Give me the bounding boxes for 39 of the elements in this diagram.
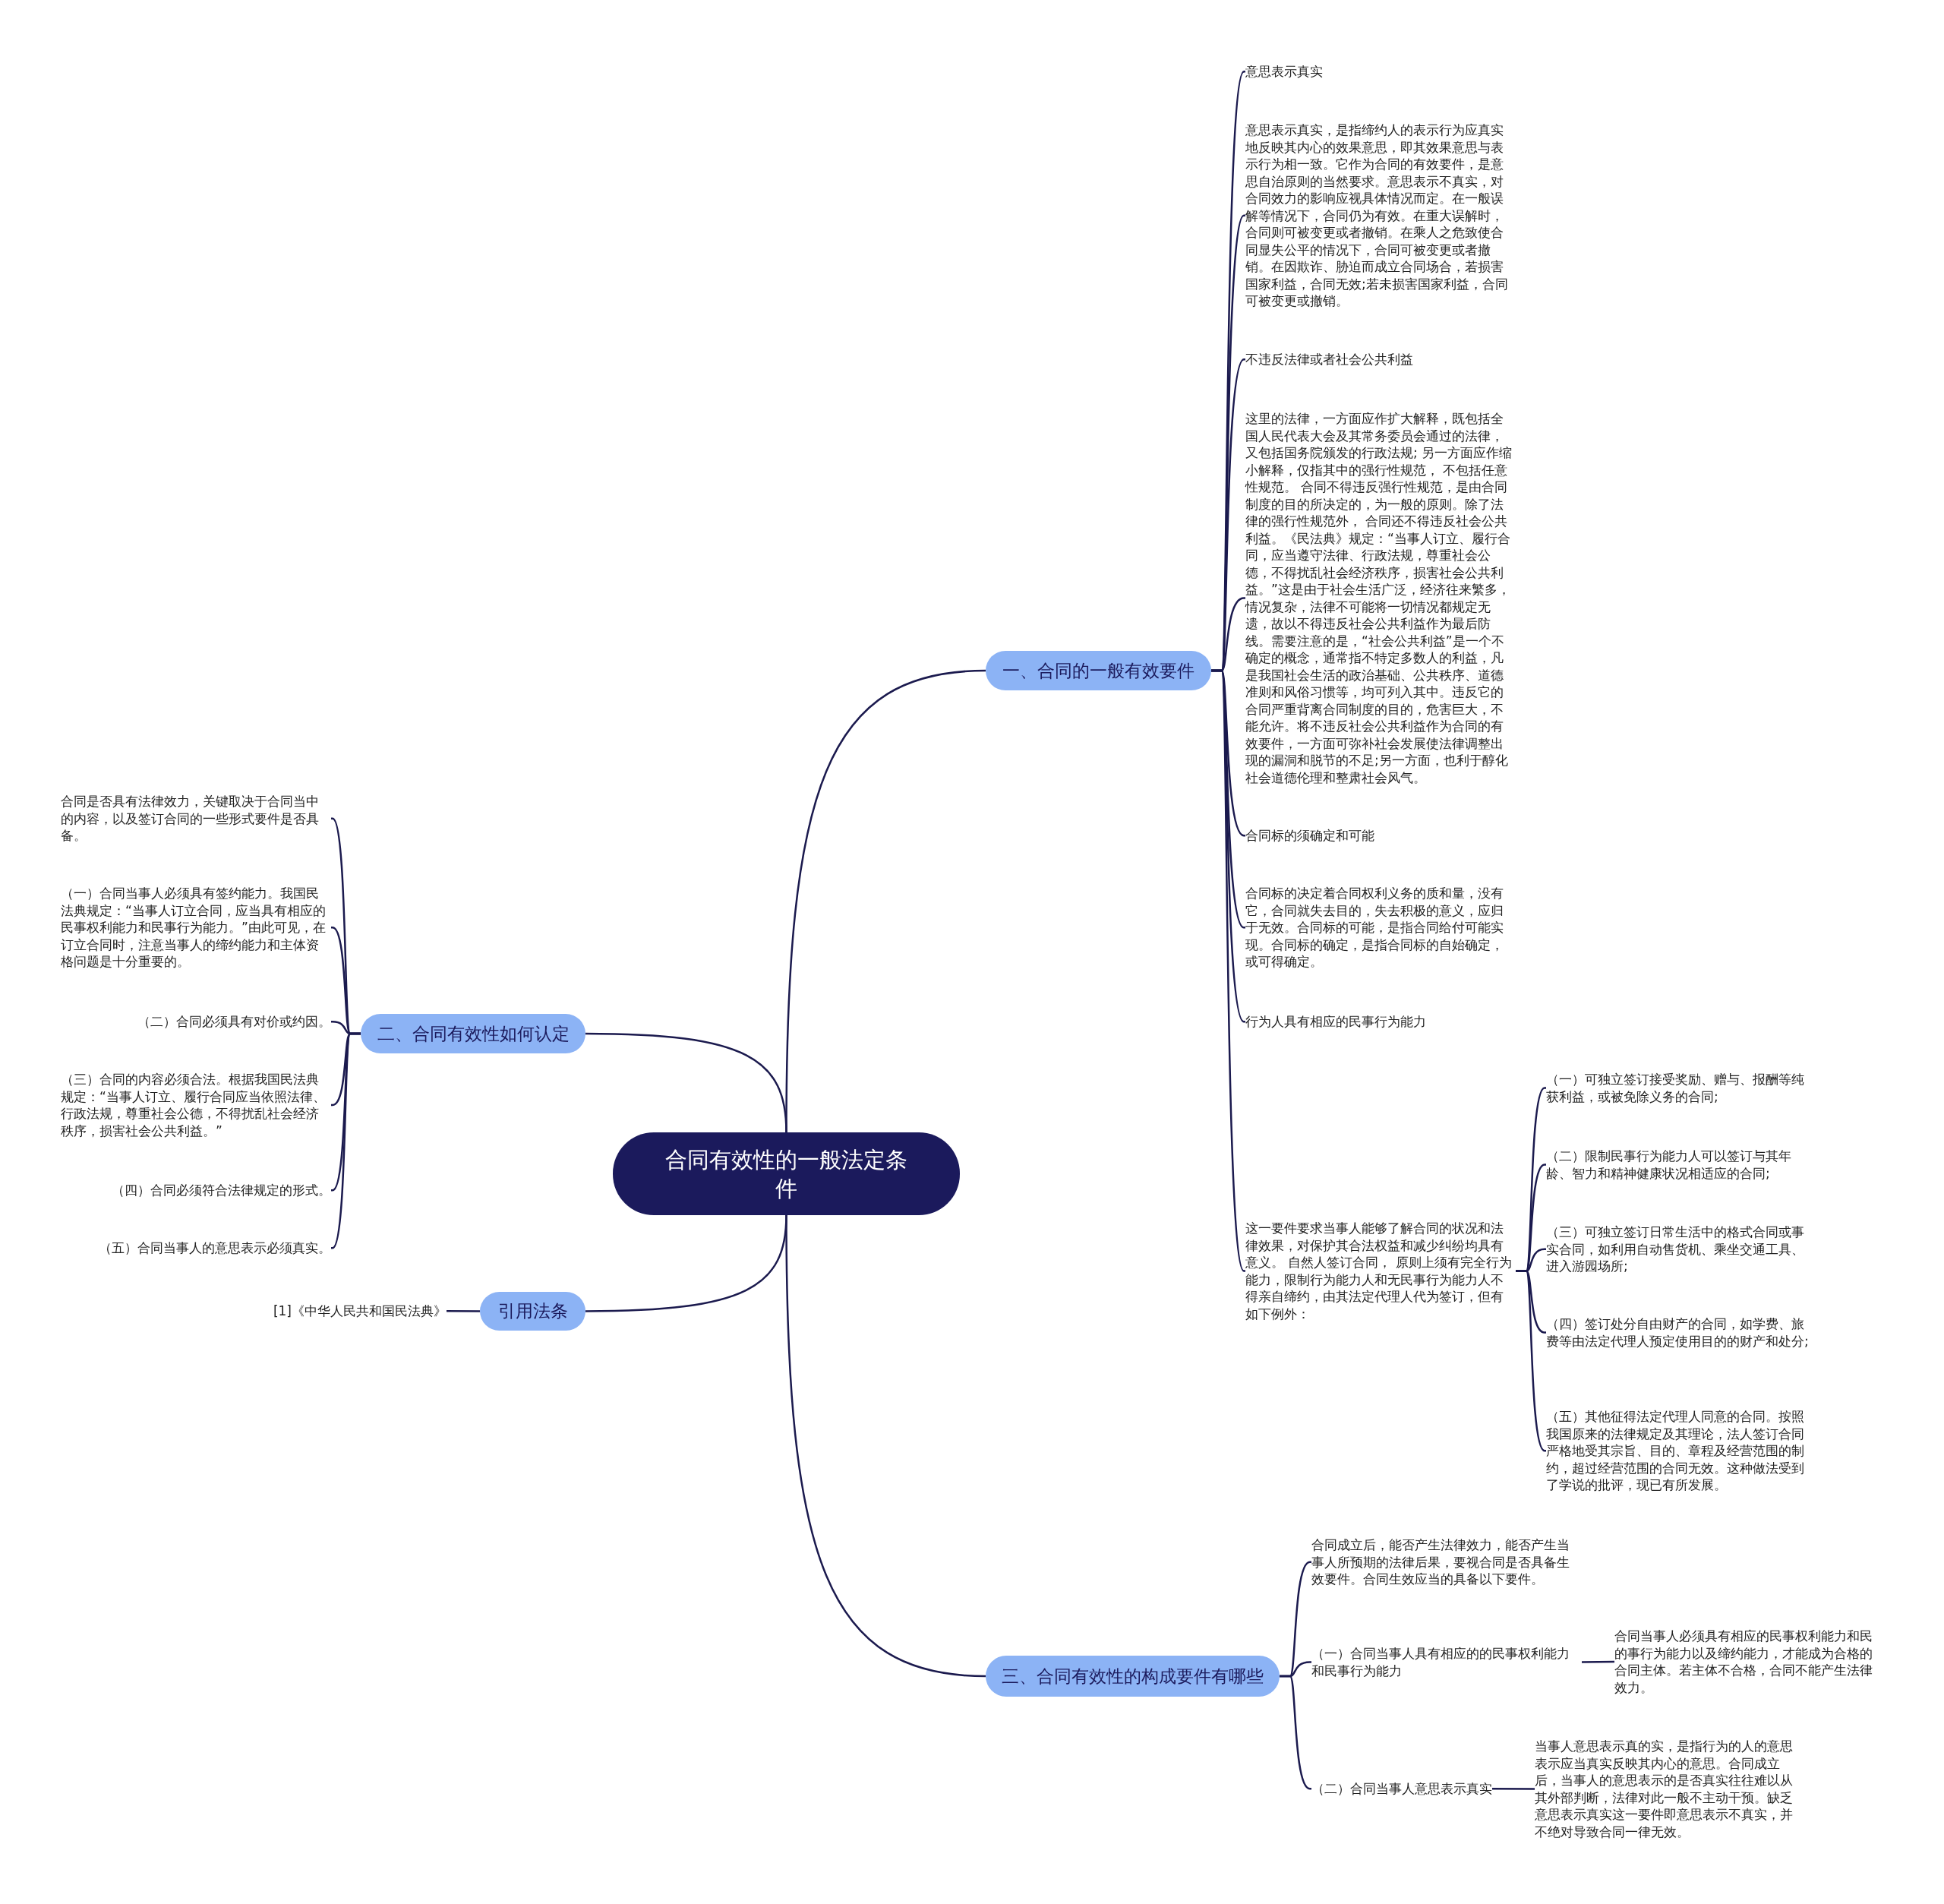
topic-text: 合同标的须确定和可能 — [1245, 827, 1374, 845]
connector-line — [585, 1032, 787, 1133]
topic-text: 行为人具有相应的民事行为能力 — [1245, 1013, 1426, 1031]
topic-text: 合同当事人必须具有相应的民事权利能力和民的事行为能力以及缔约能力，才能成为合格的合同主体。若主体不合格，合同不能产生法律效力。 — [1614, 1628, 1885, 1696]
topic-text: （一）可独立签订接受奖励、赠与、报酬等纯获利益，或被免除义务的合同; — [1546, 1071, 1816, 1105]
topic-text: （二）合同当事人意思表示真实 — [1311, 1780, 1492, 1798]
connector-line — [1492, 1788, 1535, 1790]
connector-line — [1211, 669, 1247, 1272]
topic-text: 意思表示真实，是指缔约人的表示行为应真实地反映其内心的效果意思，即其效果意思与表示行为相一致。它作为合同的有效要件，是意思自治原则的当然要求。意思表示不真实，对合同效力的影响应视具体情况而定。在一般误解等情况下，合同仍为有效。在重大误解时，合同则可被变更或者撤销。在乘人之危致使合同显失公平的情况下，合同可被变更或者撤销。在因欺诈、胁迫而成立合同场合，若损害国家利益，合同无效;若未损害国家利益，合同可被变更或撤销。 — [1245, 122, 1516, 310]
connector-line — [785, 1215, 986, 1678]
connector-line — [1516, 1270, 1547, 1452]
topic-text: （一）合同当事人必须具有签约能力。我国民法典规定：“当事人订立合同，应当具有相应的民事权利能力和民事行为能力。”由此可见，在订立合同时，注意当事人的缔约能力和主体资格问题是十分重要的。 — [61, 885, 331, 971]
branch-topic: 三、合同有效性的构成要件有哪些 — [986, 1656, 1280, 1697]
topic-text: 意思表示真实 — [1245, 63, 1323, 81]
connector-line — [1582, 1660, 1614, 1663]
branch-topic: 二、合同有效性如何认定 — [361, 1014, 585, 1053]
topic-text: （三）可独立签订日常生活中的格式合同或事实合同，如利用自动售货机、乘坐交通工具、进入游园场所; — [1546, 1224, 1816, 1275]
connector-line — [1280, 1675, 1312, 1790]
topic-text: 这里的法律，一方面应作扩大解释，既包括全国人民代表大会及其常务委员会通过的法律，又包括国务院颁发的行政法规; 另一方面应作缩小解释，仅指其中的强行性规范， 不包括任意性规范。 合同不得违反强行性规范，是由合同制度的目的所决定的，为一般的原则。除了法律的强行性规范外， 合同还不得违反社会公共利益。《民法典》规定：“当事人订立、履行合同，应当遵守法律、行政法规，尊重社会公德，不得扰乱社会经济秩序，损害社会公共利益。”这是由于社会生活广泛，经济往来繁多，情况复杂，法律不可能将一切情况都规定无遗，故以不得违反社会公共利益作为最后防线。需要注意的是，“社会公共利益”是一个不确定的概念，通常指不特定多数人的利益，凡是我国社会生活的政治基础、公共秩序、道德准则和风俗习惯等，均可列入其中。违反它的合同严重背离合同制度的目的，危害巨大，不能允许。将不违反社会公共利益作为合同的有效要件，一方面可弥补社会发展使法律调整出现的漏洞和脱节的不足;另一方面，也利于醇化社会道德伦理和整肃社会风气。 — [1245, 410, 1516, 786]
topic-text: 合同标的决定着合同权利义务的质和量，没有它，合同就失去目的，失去积极的意义，应归于无效。合同标的可能，是指合同给付可能实现。合同标的确定，是指合同标的自始确定，或可得确定。 — [1245, 885, 1516, 971]
topic-text: （五）其他征得法定代理人同意的合同。按照我国原来的法律规定及其理论，法人签订合同严格地受其宗旨、目的、章程及经营范围的制约，超过经营范围的合同无效。这种做法受到了学说的批评，现已有所发展。 — [1546, 1408, 1816, 1494]
topic-text: 合同是否具有法律效力，关键取决于合同当中的内容，以及签订合同的一些形式要件是否具备。 — [61, 793, 331, 845]
central-topic: 合同有效性的一般法定条件 — [613, 1132, 960, 1215]
topic-text: （三）合同的内容必须合法。根据我国民法典规定：“当事人订立、履行合同应当依照法律、行政法规，尊重社会公德，不得扰乱社会经济秩序，损害社会公共利益。” — [61, 1071, 331, 1139]
topic-text: （四）签订处分自由财产的合同，如学费、旅费等由法定代理人预定使用目的的财产和处分; — [1546, 1315, 1816, 1350]
topic-text: （二）限制民事行为能力人可以签订与其年龄、智力和精神健康状况相适应的合同; — [1546, 1148, 1816, 1182]
topic-text: 合同成立后，能否产生法律效力，能否产生当事人所预期的法律后果，要视合同是否具备生效要件。合同生效应当的具备以下要件。 — [1311, 1536, 1582, 1588]
topic-text: （四）合同必须符合法律规定的形式。 — [112, 1182, 331, 1199]
branch-topic: 一、合同的一般有效要件 — [986, 651, 1211, 690]
topic-text: 不违反法律或者社会公共利益 — [1245, 351, 1413, 368]
connector-line — [330, 1032, 361, 1249]
connector-line — [447, 1310, 480, 1312]
branch-topic: 引用法条 — [480, 1292, 585, 1331]
topic-text: 当事人意思表示真的实，是指行为的人的意思表示应当真实反映其内心的意思。合同成立后，当事人的意思表示的是否真实往往难以从其外部判断，法律对此一般不主动干预。缺乏意思表示真实这一要件即意思表示不真实，并不绝对导致合同一律无效。 — [1535, 1738, 1805, 1840]
topic-text: [1]《中华人民共和国民法典》 — [273, 1302, 447, 1320]
topic-text: （二）合同必须具有对价或约因。 — [137, 1013, 331, 1031]
topic-text: （一）合同当事人具有相应的的民事权利能力和民事行为能力 — [1311, 1645, 1582, 1679]
topic-text: 这一要件要求当事人能够了解合同的状况和法律效果，对保护其合法权益和减少纠纷均具有意义。 自然人签订合同， 原则上须有完全行为能力，限制行为能力人和无民事行为能力人不得亲自缔约，由其法定代理人代为签订，但有如下例外： — [1245, 1220, 1516, 1322]
topic-text: （五）合同当事人的意思表示必须真实。 — [99, 1239, 331, 1257]
